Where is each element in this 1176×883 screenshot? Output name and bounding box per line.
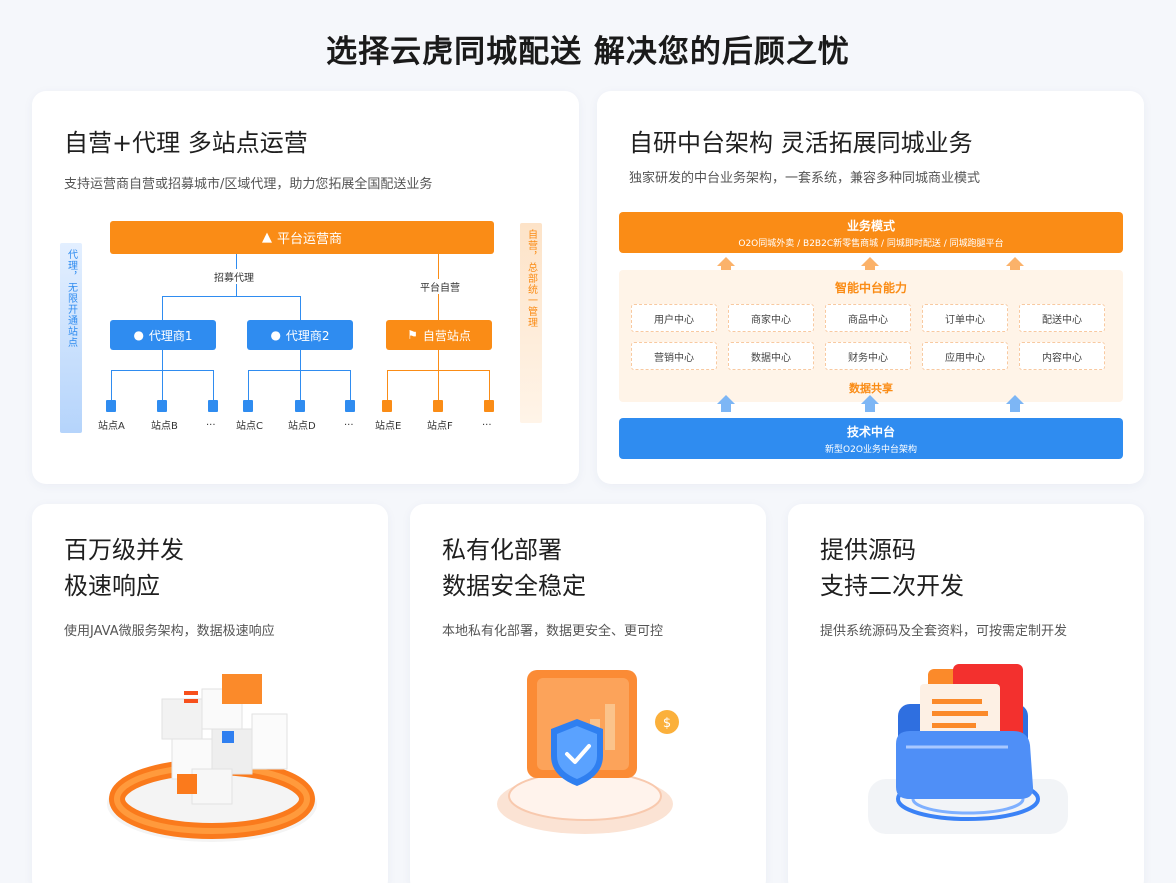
station-label: ... (206, 417, 216, 428)
platform-label: 平台运营商 (276, 232, 342, 247)
capability-cell: 财务中心 (825, 342, 911, 370)
up-arrow-icon (717, 257, 735, 266)
building-icon (295, 400, 305, 412)
card-title-line2: 数据安全稳定 (442, 572, 586, 600)
agent1-box: ● 代理商1 (110, 320, 216, 350)
card-private-deploy: 私有化部署 数据安全稳定 本地私有化部署，数据更安全、更可控 $ (410, 504, 766, 883)
capability-cell: 用户中心 (631, 304, 717, 332)
capability-cell: 数据中心 (728, 342, 814, 370)
capability-cell: 订单中心 (922, 304, 1008, 332)
card-title: 提供源码 支持二次开发 (820, 532, 964, 604)
self-station-label: 自营站点 (422, 328, 471, 343)
building-icon (433, 400, 443, 412)
business-model-subtitle: O2O同城外卖 / B2B2C新零售商城 / 同城即时配送 / 同城跑腿平台 (738, 239, 1004, 249)
card-title: 自研中台架构 灵活拓展同城业务 (629, 129, 973, 157)
tech-platform-subtitle: 新型O2O业务中台架构 (825, 445, 917, 455)
card-title-line1: 私有化部署 (442, 536, 562, 564)
card-title-line2: 极速响应 (64, 572, 160, 600)
card-title: 自营+代理 多站点运营 (64, 129, 308, 157)
right-side-label: 自营，总部统一管理 (525, 229, 537, 328)
data-share-label: 数据共享 (849, 382, 893, 395)
capability-cell: 内容中心 (1019, 342, 1105, 370)
card-middle-platform: 自研中台架构 灵活拓展同城业务 独家研发的中台业务架构，一套系统，兼容多种同城商… (597, 91, 1144, 484)
building-icon (106, 400, 116, 412)
building-icon (345, 400, 355, 412)
folder-icon (868, 664, 1068, 834)
ai-capability-title: 智能中台能力 (834, 281, 907, 295)
station-label: 站点A (98, 421, 125, 432)
up-arrow-icon (717, 395, 735, 404)
building-icon (484, 400, 494, 412)
capability-cell: 营销中心 (631, 342, 717, 370)
card-title: 私有化部署 数据安全稳定 (442, 532, 586, 604)
card-title-line1: 提供源码 (820, 536, 916, 564)
agent2-label: 代理商2 (285, 328, 330, 343)
station-label: ... (482, 417, 492, 428)
business-model-title: 业务模式 (846, 219, 895, 233)
agent1-label: 代理商1 (148, 328, 193, 343)
tech-platform-title: 技术中台 (846, 425, 895, 439)
self-station-box: ⚑ 自营站点 (386, 320, 492, 350)
cube-stack-icon (107, 674, 317, 842)
page-title: 选择云虎同城配送 解决您的后顾之忧 (326, 34, 850, 70)
flag-icon: ⚑ (407, 328, 418, 342)
building-icon (382, 400, 392, 412)
station-label: 站点C (236, 421, 263, 432)
platform-icon: ▲ (261, 230, 272, 245)
up-arrow-icon (1006, 395, 1024, 404)
user-icon: ● (270, 328, 281, 342)
card-subtitle: 支持运营商自营或招募城市/区域代理，助力您拓展全国配送业务 (64, 177, 433, 192)
card-subtitle: 使用JAVA微服务架构，数据极速响应 (64, 624, 275, 639)
left-side-arrow: 代理，无限开通站点 (60, 243, 82, 433)
up-arrow-icon (865, 404, 875, 412)
card-source-code: 提供源码 支持二次开发 提供系统源码及全套资料，可按需定制开发 (788, 504, 1144, 883)
self-op-label: 平台自营 (418, 279, 462, 294)
card-title: 百万级并发 极速响应 (64, 532, 184, 604)
up-arrow-icon (861, 395, 879, 404)
station-label: 站点F (427, 421, 453, 432)
card-subtitle: 独家研发的中台业务架构，一套系统，兼容多种同城商业模式 (629, 171, 981, 186)
tech-platform-bar: 技术中台 新型O2O业务中台架构 (619, 418, 1123, 459)
capability-cell: 配送中心 (1019, 304, 1105, 332)
building-icon (157, 400, 167, 412)
right-side-arrow: 自营，总部统一管理 (520, 223, 542, 423)
station-label: 站点E (375, 421, 402, 432)
building-icon (208, 400, 218, 412)
shield-icon: $ (497, 670, 679, 834)
agent2-box: ● 代理商2 (247, 320, 353, 350)
up-arrow-icon (861, 257, 879, 266)
up-arrow-icon (1006, 257, 1024, 266)
card-subtitle: 本地私有化部署，数据更安全、更可控 (442, 624, 664, 639)
card-title-line1: 百万级并发 (64, 536, 184, 564)
up-arrow-icon (721, 404, 731, 412)
capability-cell: 商品中心 (825, 304, 911, 332)
platform-box: ▲ 平台运营商 (110, 221, 494, 254)
business-model-bar: 业务模式 O2O同城外卖 / B2B2C新零售商城 / 同城即时配送 / 同城跑… (619, 212, 1123, 253)
building-icon (243, 400, 253, 412)
station-label: 站点D (288, 421, 316, 432)
card-concurrency: 百万级并发 极速响应 使用JAVA微服务架构，数据极速响应 (32, 504, 388, 883)
card-subtitle: 提供系统源码及全套资料，可按需定制开发 (820, 624, 1068, 639)
card-title-line2: 支持二次开发 (820, 572, 964, 600)
user-icon: ● (133, 328, 144, 342)
station-label: 站点B (151, 421, 178, 432)
card-multi-station: 自营+代理 多站点运营 支持运营商自营或招募城市/区域代理，助力您拓展全国配送业… (32, 91, 579, 484)
recruit-label: 招募代理 (212, 269, 256, 284)
left-side-label: 代理，无限开通站点 (65, 249, 77, 348)
ai-capability-panel: 智能中台能力 用户中心 商家中心 商品中心 订单中心 配送中心 营销中心 数据中… (619, 270, 1123, 402)
svg-text:$: $ (663, 716, 671, 731)
capability-cell: 商家中心 (728, 304, 814, 332)
capability-cell: 应用中心 (922, 342, 1008, 370)
up-arrow-icon (1010, 404, 1020, 412)
station-label: ... (344, 417, 354, 428)
